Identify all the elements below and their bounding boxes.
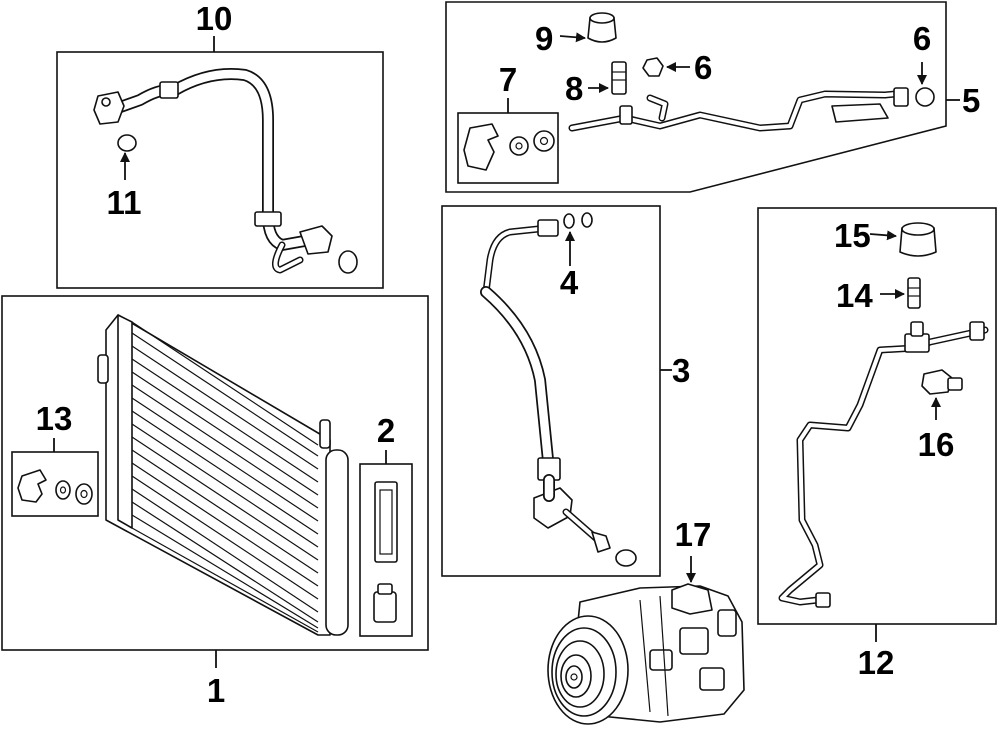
condenser-1[interactable] xyxy=(97,314,349,636)
valve-core-8[interactable] xyxy=(611,61,627,95)
desiccant-filter-2[interactable] xyxy=(373,481,398,623)
group-5-liquid-line: 5 7 8 9 xyxy=(445,1,980,193)
callout-15: 15 xyxy=(834,217,871,254)
box-10 xyxy=(56,51,384,289)
callout-1: 1 xyxy=(207,672,225,709)
compressor-17[interactable] xyxy=(547,583,745,725)
o-rings-4[interactable] xyxy=(563,212,593,229)
group-17-compressor: 17 xyxy=(547,516,745,725)
callout-10: 10 xyxy=(196,0,233,37)
callout-11: 11 xyxy=(107,184,142,221)
line-5[interactable] xyxy=(568,87,909,132)
callout-13: 13 xyxy=(36,400,73,437)
seal-kit-13[interactable] xyxy=(17,469,93,505)
callout-7: 7 xyxy=(499,61,517,98)
o-ring-6a[interactable] xyxy=(642,57,664,77)
callout-8: 8 xyxy=(565,70,583,107)
callout-6a: 6 xyxy=(694,49,712,86)
box-12 xyxy=(757,207,997,625)
group-12-suction-line: 12 15 14 16 xyxy=(757,207,997,681)
box-13 xyxy=(11,451,99,517)
hose-10[interactable] xyxy=(93,68,358,274)
callout-6b: 6 xyxy=(913,20,931,57)
callout-5: 5 xyxy=(962,82,980,119)
valve-core-14[interactable] xyxy=(907,277,921,309)
cap-9[interactable] xyxy=(587,12,617,43)
cap-15[interactable] xyxy=(899,222,937,257)
callout-17: 17 xyxy=(675,516,712,553)
seal-kit-7[interactable] xyxy=(463,123,555,171)
pressure-switch-16[interactable] xyxy=(921,369,963,395)
callout-9: 9 xyxy=(535,20,553,57)
group-10-suction-hose: 10 11 xyxy=(56,0,384,289)
group-3-discharge-hose: 3 4 xyxy=(441,205,690,577)
box-5 xyxy=(445,1,947,193)
line-12[interactable] xyxy=(778,321,989,608)
callout-14: 14 xyxy=(836,277,873,314)
hose-3[interactable] xyxy=(480,219,637,567)
callout-16: 16 xyxy=(918,426,955,463)
callout-12: 12 xyxy=(858,644,895,681)
o-ring-11[interactable] xyxy=(117,134,137,152)
callout-3: 3 xyxy=(672,352,690,389)
leader-15 xyxy=(869,230,897,241)
o-ring-6b[interactable] xyxy=(915,87,935,107)
callout-4: 4 xyxy=(560,264,579,301)
box-1 xyxy=(1,295,429,651)
leader-9 xyxy=(559,32,586,43)
group-1-condenser: 1 13 xyxy=(1,295,429,709)
callout-2: 2 xyxy=(377,412,395,449)
box-3 xyxy=(441,205,661,577)
